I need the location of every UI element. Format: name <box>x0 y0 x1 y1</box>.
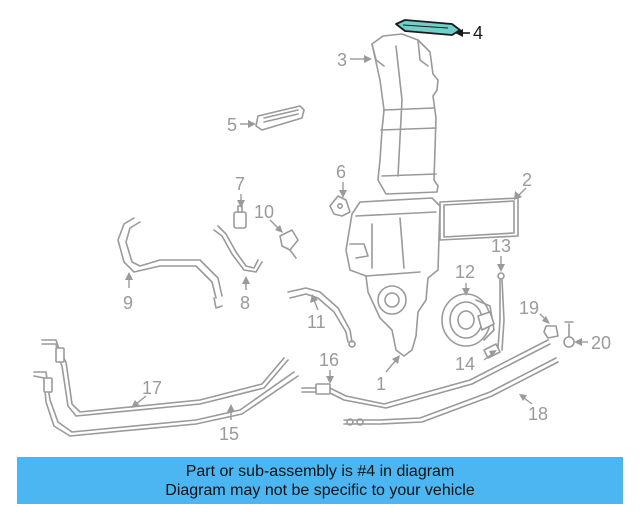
callout-18[interactable]: 18 <box>528 404 548 424</box>
callout-1[interactable]: 1 <box>376 374 386 394</box>
part-13-cable[interactable] <box>497 272 505 351</box>
callout-20-leader <box>574 338 588 346</box>
callout-15[interactable]: 15 <box>219 424 239 444</box>
callout-20[interactable]: 20 <box>591 333 611 353</box>
callout-15-leader <box>227 404 235 420</box>
part-2-filter[interactable] <box>439 197 519 241</box>
parts-diagram: 4 3 5 2 6 <box>33 19 611 444</box>
part-8-tube[interactable] <box>213 225 263 273</box>
part-11-hose[interactable] <box>287 287 356 348</box>
part-14-lever[interactable] <box>483 343 501 359</box>
callout-7[interactable]: 7 <box>235 174 245 194</box>
callout-16[interactable]: 16 <box>319 350 339 370</box>
callout-9-leader <box>125 272 133 288</box>
callout-5-leader <box>240 120 256 128</box>
callout-6-leader <box>339 182 347 198</box>
callout-11[interactable]: 11 <box>307 312 326 332</box>
callout-10[interactable]: 10 <box>254 202 274 222</box>
part-7-switch[interactable] <box>233 205 247 229</box>
callout-2-leader <box>514 187 527 200</box>
part-10-connector[interactable] <box>279 229 299 259</box>
callout-9[interactable]: 9 <box>123 293 133 313</box>
callout-17[interactable]: 17 <box>142 378 162 398</box>
callout-12-leader <box>462 283 470 296</box>
callout-12[interactable]: 12 <box>455 262 475 282</box>
callout-6[interactable]: 6 <box>336 162 346 182</box>
callout-8[interactable]: 8 <box>240 293 250 313</box>
callout-10-leader <box>269 219 283 233</box>
part-1-hvac-housing[interactable] <box>345 197 441 357</box>
callout-2[interactable]: 2 <box>522 170 532 190</box>
callout-7-leader <box>237 194 245 208</box>
info-banner: Part or sub-assembly is #4 in diagram Di… <box>17 457 623 504</box>
callout-19[interactable]: 19 <box>519 298 539 318</box>
callout-4-leader <box>455 29 470 37</box>
part-3-air-duct[interactable] <box>371 33 439 195</box>
callout-11-leader <box>310 294 319 311</box>
callout-14[interactable]: 14 <box>455 354 475 374</box>
callout-8-leader <box>242 276 250 290</box>
callout-16-leader <box>326 370 334 384</box>
callout-14-leader <box>483 350 497 361</box>
part-19-nut[interactable] <box>543 325 559 339</box>
callout-13[interactable]: 13 <box>491 236 511 256</box>
part-20-bolt[interactable] <box>563 321 575 348</box>
callout-19-leader <box>539 313 550 324</box>
banner-line-2: Diagram may not be specific to your vehi… <box>165 481 475 499</box>
part-18-line[interactable] <box>343 357 559 426</box>
part-4-seal[interactable] <box>395 19 461 36</box>
callout-3-leader <box>350 55 372 63</box>
callout-18-leader <box>519 394 533 405</box>
part-6-bracket[interactable] <box>329 195 351 217</box>
part-5-grille[interactable] <box>255 105 305 131</box>
callout-5[interactable]: 5 <box>227 115 237 135</box>
callout-13-leader <box>497 256 505 272</box>
part-17-line[interactable] <box>41 339 289 417</box>
part-16-line[interactable] <box>301 339 551 409</box>
banner-line-1: Part or sub-assembly is #4 in diagram <box>185 462 455 480</box>
callout-1-leader <box>385 355 400 373</box>
part-12-blower-motor[interactable] <box>441 293 495 347</box>
callout-3[interactable]: 3 <box>337 50 347 70</box>
callout-4[interactable]: 4 <box>473 23 483 43</box>
callout-17-leader <box>131 395 147 408</box>
part-9-hose[interactable] <box>117 217 223 309</box>
